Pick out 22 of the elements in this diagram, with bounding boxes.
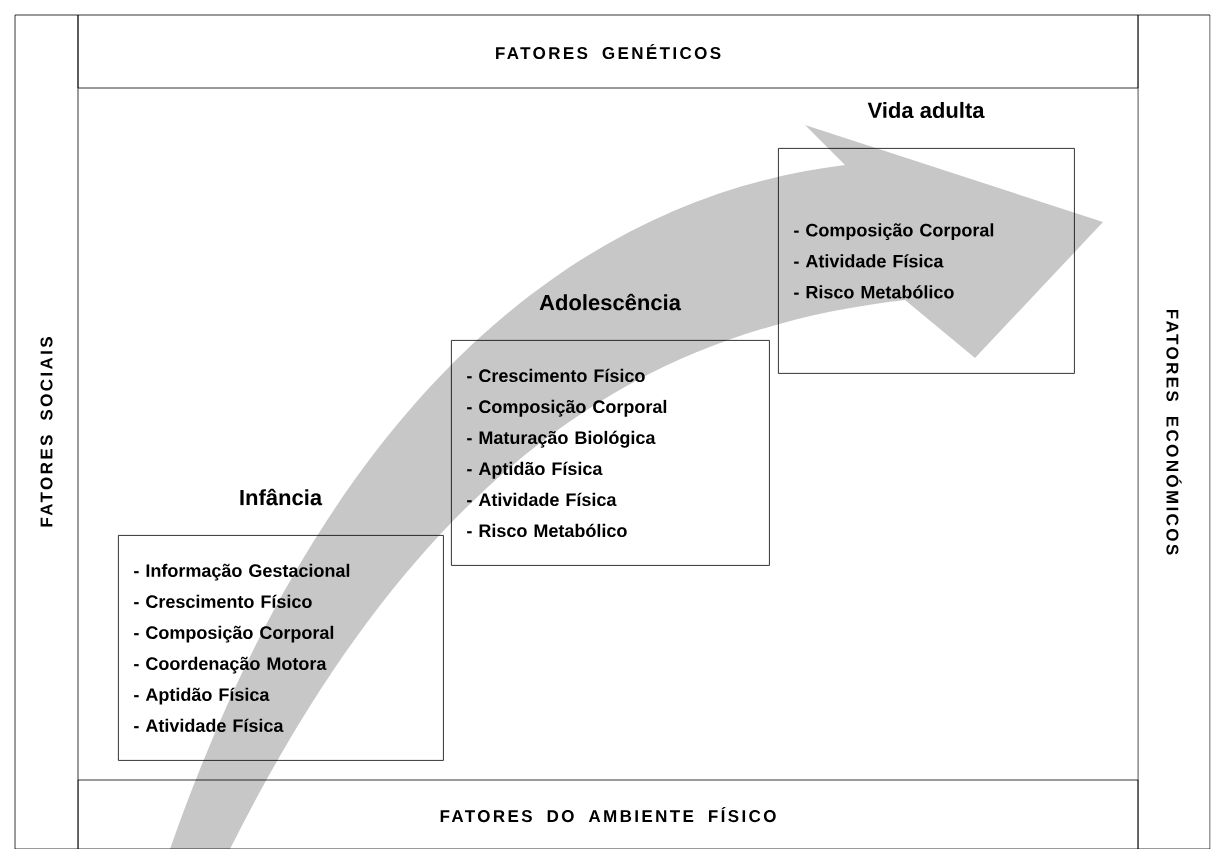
node-label: - Informação Gestacional: [134, 563, 350, 581]
factor-band: FATORES SOCIAIS: [14, 14, 79, 849]
node-label: - Atividade Física: [467, 492, 617, 507]
factor-band: FATORES ECONÓMICOS: [1137, 14, 1211, 849]
factor-band: FATORES DO AMBIENTE FÍSICO: [77, 779, 1139, 849]
stage-box: - Crescimento Físico - Composição Corporal - Maturação Biológica - Aptidão Física - Atividade Física - Risco Metabólico: [451, 340, 770, 566]
stage-heading: Vida adulta: [867, 101, 985, 119]
stage-box: - Informação Gestacional - Crescimento Físico - Composição Corporal - Coordenação Motora - Aptidão Física - Atividade Física: [118, 535, 444, 761]
node-label: - Atividade Física: [134, 718, 284, 733]
node-label: - Aptidão Física: [467, 461, 603, 479]
node-label: - Aptidão Física: [134, 687, 270, 705]
node-label: - Composição Corporal: [467, 399, 667, 417]
factor-band: FATORES GENÉTICOS: [77, 14, 1139, 89]
node-label: - Crescimento Físico: [134, 594, 312, 609]
node-label: - Coordenação Motora: [134, 656, 327, 674]
stage-heading: Infância: [240, 488, 323, 506]
node-label: - Crescimento Físico: [467, 368, 645, 383]
node-label: - Composição Corporal: [134, 625, 334, 643]
node-label: - Risco Metabólico: [467, 523, 627, 538]
stage-heading: Adolescência: [539, 293, 682, 311]
node-label: - Maturação Biológica: [467, 430, 656, 448]
stage-box: - Composição Corporal - Atividade Física - Risco Metabólico: [778, 148, 1075, 374]
